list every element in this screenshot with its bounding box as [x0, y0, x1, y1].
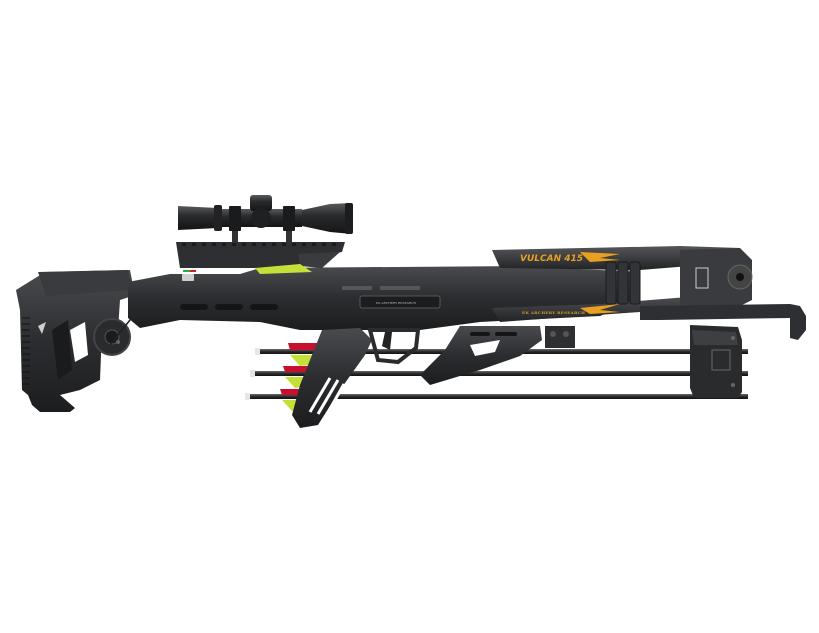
maker-text: EK ARCHERY RESEARCH: [522, 310, 585, 315]
stock-logo-icon: [38, 322, 46, 334]
foregrip: [420, 326, 575, 385]
pistol-grip: [292, 328, 421, 428]
arrow-shaft-3: [248, 394, 748, 399]
arrow-shaft-2: [253, 371, 748, 376]
barrel: EK ARCHERY RESEARCH: [128, 266, 640, 330]
trigger: [382, 332, 392, 350]
maker-plate-text: EK ARCHERY RESEARCH: [376, 301, 416, 305]
model-text: VULCAN 415: [520, 254, 583, 264]
scope-mount: [176, 242, 345, 274]
scope: [178, 195, 353, 243]
maker-plate: [359, 295, 441, 309]
stock: [16, 270, 135, 412]
fletching-red-1: [288, 343, 322, 350]
limbs: VULCAN 415 EK ARCHERY RESEARCH: [492, 246, 753, 322]
stirrup: [640, 304, 806, 340]
trigger-guard: [367, 328, 421, 365]
quiver: [690, 325, 742, 398]
